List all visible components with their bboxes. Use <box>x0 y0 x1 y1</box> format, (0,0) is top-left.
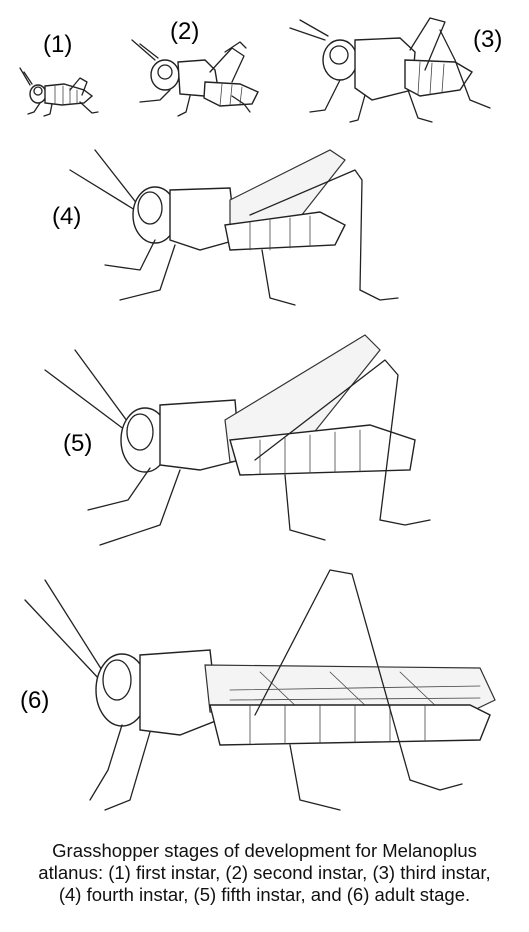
grasshopper-first-instar-drawing <box>19 67 99 117</box>
stage-2-label: (2) <box>170 18 200 45</box>
caption-line-2: atlanus: (1) first instar, (2) second in… <box>38 862 491 883</box>
grasshopper-adult-drawing <box>24 569 496 811</box>
grasshopper-second-instar-drawing <box>131 39 259 117</box>
figure-caption: Grasshopper stages of development for Me… <box>0 840 529 906</box>
grasshopper-third-instar-drawing <box>289 17 491 123</box>
stage-4-label: (4) <box>52 203 82 230</box>
stage-6-label: (6) <box>20 687 50 714</box>
grasshopper-fifth-instar-drawing <box>44 334 431 546</box>
stage-3-label: (3) <box>473 26 503 53</box>
stage-5-label: (5) <box>63 430 93 457</box>
grasshopper-fourth-instar-drawing <box>69 149 399 306</box>
stage-1-label: (1) <box>43 31 73 58</box>
grasshopper-illustrations <box>19 17 496 811</box>
caption-line-3: (4) fourth instar, (5) fifth instar, and… <box>58 884 471 905</box>
caption-line-1: Grasshopper stages of development for Me… <box>52 840 477 861</box>
